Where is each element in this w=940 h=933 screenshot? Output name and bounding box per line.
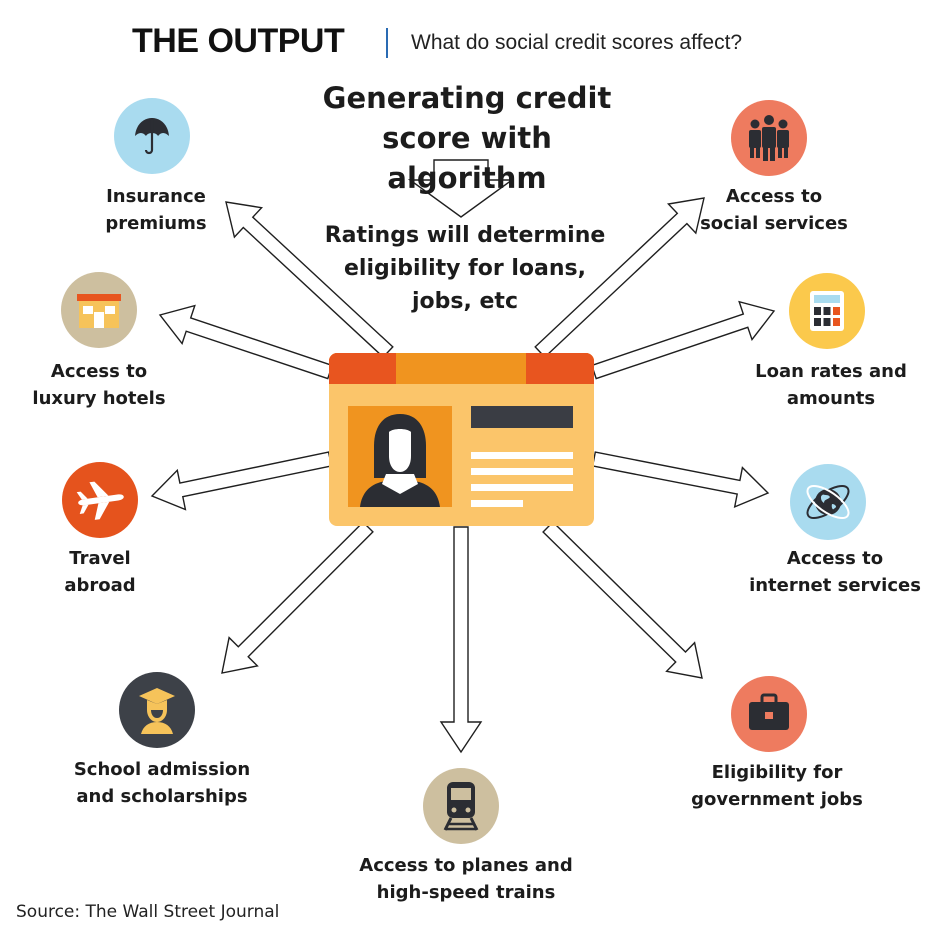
- arrow-hotels: [158, 304, 334, 380]
- hotels-icon-circle: [61, 272, 137, 348]
- gov-jobs-label: Eligibility for government jobs: [691, 762, 863, 810]
- arrow-gov-jobs: [542, 521, 703, 679]
- header-title: THE OUTPUT: [132, 22, 345, 60]
- person-silhouette-icon: [360, 414, 440, 507]
- hotels-label: Access to luxury hotels: [32, 361, 166, 409]
- id-card: [329, 353, 594, 526]
- insurance-label: Insurance premiums: [105, 186, 207, 234]
- people-icon: [731, 100, 807, 176]
- school-icon-circle: [119, 672, 195, 748]
- insurance-icon-circle: [114, 98, 190, 174]
- social-icon-circle: [731, 100, 807, 176]
- arrow-loans: [590, 300, 776, 380]
- ratings-text: Ratings will determine eligibility for l…: [324, 223, 606, 314]
- arrow-insurance: [225, 201, 394, 359]
- title-separator: [386, 28, 388, 58]
- header-subtitle: What do social credit scores affect?: [411, 31, 743, 54]
- loans-label: Loan rates and amounts: [755, 361, 907, 409]
- train-icon: [423, 768, 499, 844]
- arrow-school: [221, 521, 374, 674]
- source-credit: Source: The Wall Street Journal: [16, 902, 280, 922]
- travel-label: Travel abroad: [64, 548, 136, 596]
- trains-label: Access to planes and high-speed trains: [359, 855, 573, 903]
- arrow-travel: [150, 451, 333, 511]
- trains-icon-circle: [423, 768, 499, 844]
- algorithm-heading: Generating credit score with algorithm: [322, 81, 612, 195]
- arrow-internet: [591, 451, 770, 509]
- calculator-icon: [789, 273, 865, 349]
- airplane-icon: [62, 462, 138, 538]
- arrow-trains: [439, 526, 483, 754]
- loans-icon-circle: [789, 273, 865, 349]
- internet-icon-circle: [790, 464, 866, 540]
- umbrella-icon: [114, 98, 190, 174]
- internet-label: Access to internet services: [749, 548, 921, 596]
- gov-jobs-icon-circle: [731, 676, 807, 752]
- arrow-social: [534, 197, 705, 359]
- social-label: Access to social services: [700, 186, 848, 234]
- globe-icon: [790, 464, 866, 540]
- travel-icon-circle: [62, 462, 138, 538]
- graduate-icon: [119, 672, 195, 748]
- hotel-icon: [61, 272, 137, 348]
- down-arrow: [407, 159, 515, 218]
- briefcase-icon: [731, 676, 807, 752]
- school-label: School admission and scholarships: [73, 759, 251, 807]
- arrows-group: [150, 197, 776, 754]
